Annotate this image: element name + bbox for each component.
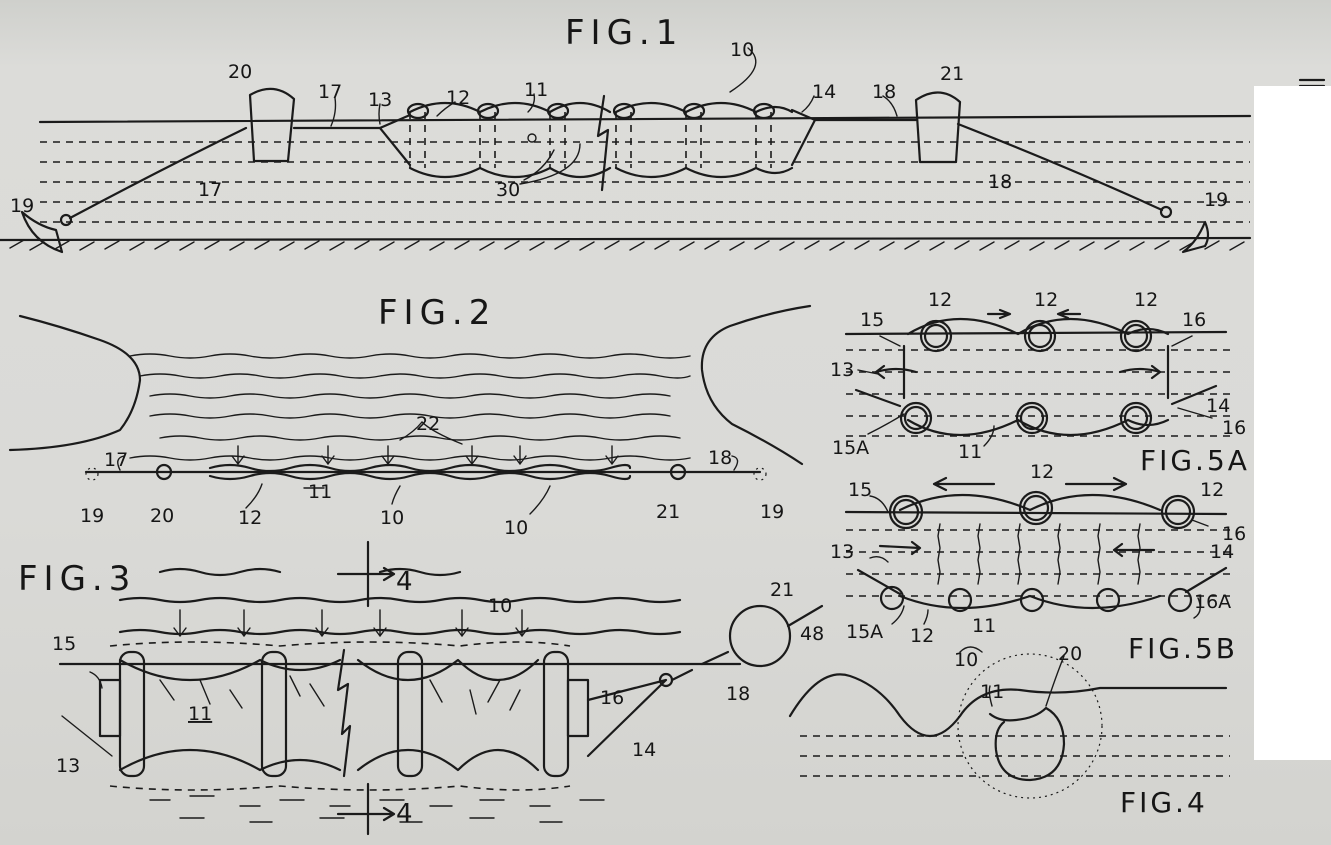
fig5b-ref-16: 16 (1222, 523, 1246, 545)
fig5a-ref-13: 13 (830, 359, 854, 381)
fig4-ref-20: 20 (1058, 643, 1082, 665)
fig3-ref-16: 16 (600, 687, 624, 709)
fig5b-ref-16a: 16A (1194, 591, 1231, 613)
fig5b-ref-13: 13 (830, 541, 854, 563)
fig5b-title: FIG.5B (1128, 632, 1238, 665)
fig1-ref-19-left: 19 (10, 195, 34, 217)
fig1-ref-14: 14 (812, 81, 836, 103)
fig1-ref-30: 30 (496, 179, 520, 201)
fig5b-ref-14: 14 (1210, 541, 1234, 563)
fig2-ref-10-a: 10 (380, 507, 404, 529)
fig3-ref-15: 15 (52, 633, 76, 655)
fig1-ref-20: 20 (228, 61, 252, 83)
fig3-drawing: FIG.3 (18, 540, 824, 836)
fig2-ref-10-b: 10 (504, 517, 528, 539)
fig1-title: FIG.1 (565, 13, 683, 53)
fig5b-ref-12-right: 12 (1200, 479, 1224, 501)
fig1-ref-19-right: 19 (1204, 189, 1228, 211)
fig1-ref-18-line: 18 (988, 171, 1012, 193)
fig5a-ref-15a: 15A (832, 437, 869, 459)
fig2-ref-18: 18 (708, 447, 732, 469)
fig5b-ref-11: 11 (972, 615, 996, 637)
fig5a-ref-16-bottom: 16 (1222, 417, 1246, 439)
fig1-ref-11: 11 (524, 79, 548, 101)
fig4-drawing (788, 646, 1230, 799)
fig3-ref-18: 18 (726, 683, 750, 705)
fig1-ref-18-top: 18 (872, 81, 896, 103)
fig4-ref-11: 11 (980, 681, 1004, 703)
blank-white-panel (1254, 86, 1331, 760)
fig2-ref-22: 22 (416, 413, 440, 435)
fig5a-ref-16-top: 16 (1182, 309, 1206, 331)
fig4-title: FIG.4 (1120, 786, 1208, 819)
fig2-ref-17: 17 (104, 449, 128, 471)
fig1-ref-17-top: 17 (318, 81, 342, 103)
fig5a-title: FIG.5A (1140, 444, 1250, 477)
fig2-title: FIG.2 (378, 293, 496, 333)
fig2-ref-19-right: 19 (760, 501, 784, 523)
fig5b-ref-12-bottom: 12 (910, 625, 934, 647)
fig1-drawing: FIG.1 (0, 13, 1252, 254)
fig3-ref-48: 48 (800, 623, 824, 645)
fig2-ref-12: 12 (238, 507, 262, 529)
fig4-ref-10: 10 (954, 649, 978, 671)
fig3-section-4-bottom: 4 (396, 799, 413, 829)
fig1-ref-12: 12 (446, 87, 470, 109)
fig3-ref-10: 10 (488, 595, 512, 617)
fig1-ref-13: 13 (368, 89, 392, 111)
fig5b-drawing (844, 476, 1230, 625)
fig1-ref-17-line: 17 (198, 179, 222, 201)
fig5a-ref-11: 11 (958, 441, 982, 463)
fig3-title: FIG.3 (18, 559, 136, 599)
fig2-ref-19-left: 19 (80, 505, 104, 527)
fig2-ref-20: 20 (150, 505, 174, 527)
fig3-ref-14: 14 (632, 739, 656, 761)
fig3-ref-21: 21 (770, 579, 794, 601)
fig5b-ref-12-top: 12 (1030, 461, 1054, 483)
fig5a-ref-12-b: 12 (1034, 289, 1058, 311)
fig5b-ref-15: 15 (848, 479, 872, 501)
fig5a-ref-12-c: 12 (1134, 289, 1158, 311)
fig3-ref-13: 13 (56, 755, 80, 777)
fig1-ref-21: 21 (940, 63, 964, 85)
fig1-ref-10: 10 (730, 39, 754, 61)
fig5a-ref-15: 15 (860, 309, 884, 331)
fig5a-ref-12-a: 12 (928, 289, 952, 311)
fig5b-ref-15a: 15A (846, 621, 883, 643)
fig2-ref-11: 11 (308, 481, 332, 503)
fig5a-ref-14: 14 (1206, 395, 1230, 417)
fig3-section-4-top: 4 (396, 567, 413, 597)
fig3-ref-11: 11 (188, 703, 212, 725)
fig2-ref-21: 21 (656, 501, 680, 523)
fig5a-drawing (844, 308, 1230, 447)
fig2-drawing: FIG.2 (8, 293, 812, 515)
